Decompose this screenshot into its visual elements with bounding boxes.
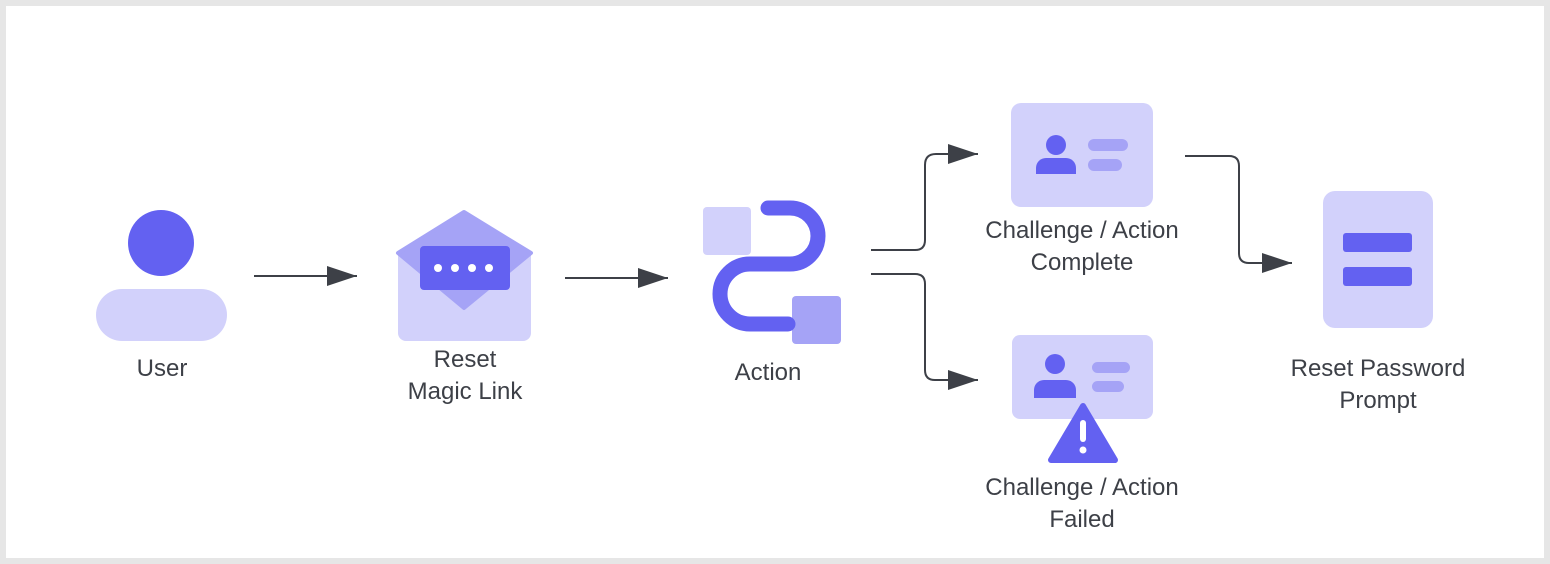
warning-icon — [1048, 403, 1118, 463]
magic-link-label-line1: Reset — [433, 346, 497, 373]
diagram-canvas — [6, 6, 1544, 558]
reset-prompt-label-line2: Prompt — [1339, 387, 1417, 414]
id-card-warning-icon — [1012, 335, 1153, 463]
id-card-icon — [1011, 103, 1153, 207]
action-label: Action — [735, 357, 802, 389]
form-document-icon — [1323, 191, 1433, 328]
complete-label-line1: Challenge / Action — [985, 217, 1179, 244]
reset-prompt-label: Reset Password Prompt — [1291, 353, 1466, 417]
flow-path-icon — [703, 200, 841, 344]
user-label: User — [137, 353, 188, 385]
magic-link-label-line2: Magic Link — [407, 378, 523, 405]
reset-prompt-label-line1: Reset Password — [1290, 355, 1466, 382]
failed-label-line2: Failed — [1049, 506, 1115, 533]
arrow-complete-to-reset — [1185, 155, 1292, 273]
envelope-password-icon — [396, 210, 533, 341]
user-label-text: User — [136, 355, 188, 382]
user-icon — [96, 210, 227, 341]
magic-link-label: Reset Magic Link — [408, 344, 523, 408]
arrow-action-to-failed — [871, 273, 978, 390]
action-label-text: Action — [734, 359, 802, 386]
failed-label: Challenge / Action Failed — [985, 472, 1178, 536]
failed-label-line1: Challenge / Action — [985, 474, 1179, 501]
complete-label: Challenge / Action Complete — [985, 215, 1178, 279]
arrow-action-to-complete — [871, 144, 978, 251]
complete-label-line2: Complete — [1030, 249, 1134, 276]
